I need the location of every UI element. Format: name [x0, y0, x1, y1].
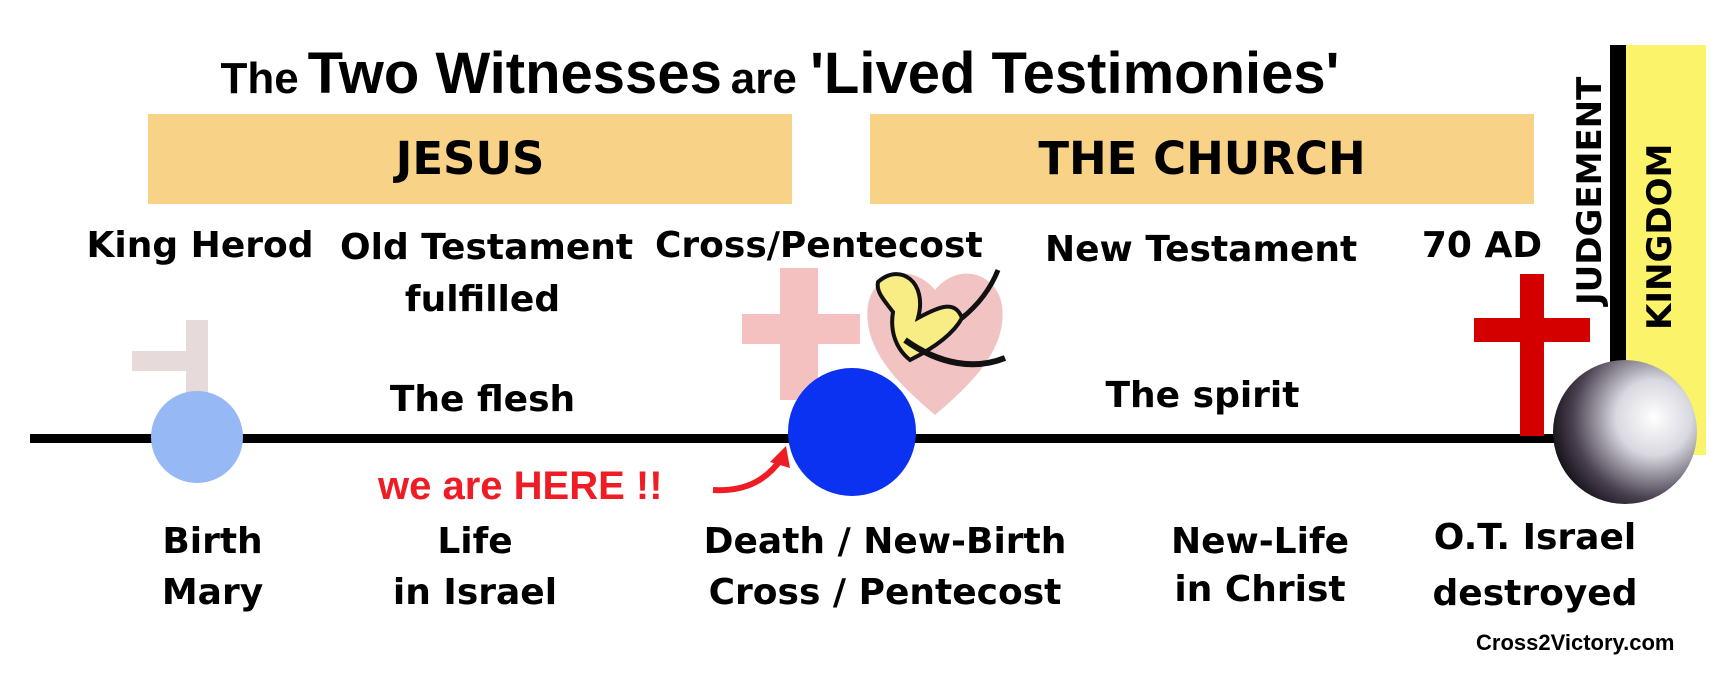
site-credit: Cross2Victory.com — [1476, 630, 1675, 656]
label-birth: Birth — [120, 518, 305, 566]
judgement-label: JUDGEMENT — [1570, 77, 1610, 305]
label-70-ad: 70 AD — [1412, 222, 1552, 270]
label-fulfilled: fulfilled — [340, 276, 625, 324]
label-the-spirit: The spirit — [1085, 372, 1320, 420]
label-the-flesh: The flesh — [365, 376, 600, 424]
kingdom-label: KINGDOM — [1640, 144, 1680, 330]
cross-pentecost-dot — [788, 368, 916, 496]
label-in-israel: in Israel — [370, 569, 580, 617]
label-life: Life — [370, 518, 580, 566]
label-old-testament: Old Testament — [340, 224, 625, 272]
birth-dot — [151, 391, 243, 483]
label-mary: Mary — [120, 569, 305, 617]
label-cross-pentecost-top: Cross/Pentecost — [655, 222, 965, 270]
label-cross-pentecost-bottom: Cross / Pentecost — [700, 569, 1070, 617]
label-ot-israel: O.T. Israel — [1420, 514, 1650, 562]
label-new-life: New-Life — [1145, 518, 1375, 566]
we-are-here-label: we are HERE !! — [378, 464, 663, 509]
label-new-testament: New Testament — [1045, 226, 1355, 274]
judgement-bar — [1610, 45, 1626, 387]
here-arrow — [713, 458, 782, 490]
label-king-herod: King Herod — [80, 222, 320, 270]
label-death-new-birth: Death / New-Birth — [700, 518, 1070, 566]
label-in-christ: in Christ — [1145, 566, 1375, 614]
globe-icon — [1553, 360, 1697, 504]
label-destroyed: destroyed — [1420, 570, 1650, 618]
